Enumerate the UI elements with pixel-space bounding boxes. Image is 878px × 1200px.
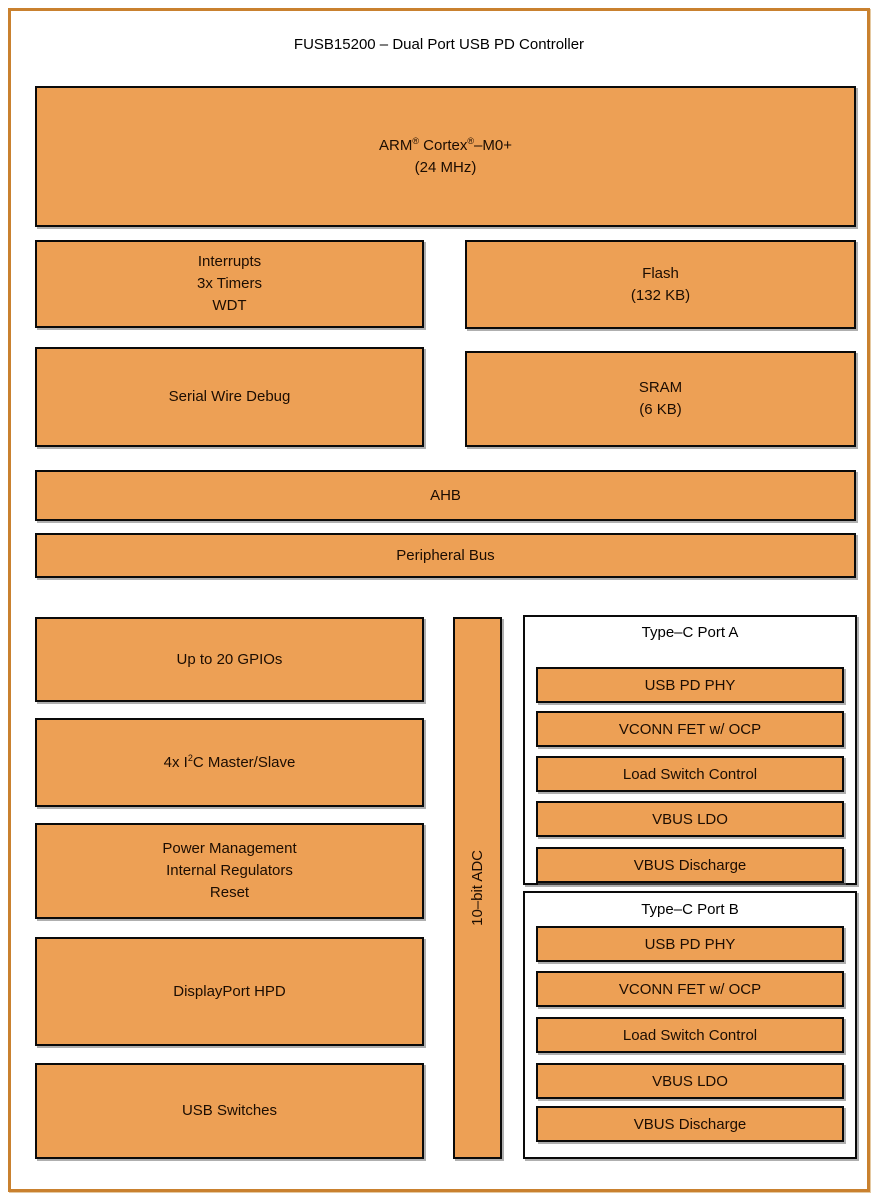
port-b-vbus-ldo: VBUS LDO	[536, 1063, 844, 1099]
timers-line: 3x Timers	[196, 275, 262, 293]
diagram-title: FUSB15200 – Dual Port USB PD Controller	[293, 36, 585, 53]
port-b-title: Type–C Port B	[641, 901, 739, 918]
port-a-vbus-ldo: VBUS LDO	[536, 801, 844, 837]
port-b-vconn-fet-ocp: VCONN FET w/ OCP	[536, 971, 844, 1007]
block-displayport-hpd: DisplayPort HPD	[35, 937, 424, 1046]
sram-line2: (6 KB)	[639, 401, 682, 418]
registered-mark: ®	[412, 135, 420, 146]
block-gpios: Up to 20 GPIOs	[35, 617, 424, 702]
gpio-label: Up to 20 GPIOs	[176, 650, 283, 668]
internal-regulators-line: Internal Regulators	[166, 862, 293, 880]
interrupts-line: Interrupts	[197, 253, 262, 271]
port-b-vbus-discharge: VBUS Discharge	[536, 1106, 844, 1142]
port-a-vconn-fet-ocp: VCONN FET w/ OCP	[536, 711, 844, 747]
i2c-label: 4x I2C Master/Slave	[163, 752, 296, 771]
diagram-outer-frame	[8, 8, 870, 1192]
wdt-line: WDT	[212, 296, 247, 314]
displayport-hpd-label: DisplayPort HPD	[173, 982, 286, 1000]
peripheral-bus-label: Peripheral Bus	[396, 546, 495, 564]
panel-type-c-port-a: Type–C Port A USB PD PHY VCONN FET w/ OC…	[523, 615, 857, 885]
arm-cortex-line2: (24 MHz)	[414, 158, 477, 176]
port-b-usb-pd-phy: USB PD PHY	[536, 926, 844, 962]
block-ahb-bus: AHB	[35, 470, 856, 521]
swd-label: Serial Wire Debug	[168, 388, 291, 406]
block-interrupts-timers-wdt: Interrupts 3x Timers WDT	[35, 240, 424, 328]
block-serial-wire-debug: Serial Wire Debug	[35, 347, 424, 447]
registered-mark: ®	[467, 135, 475, 146]
port-a-load-switch-control: Load Switch Control	[536, 756, 844, 792]
port-a-vbus-discharge: VBUS Discharge	[536, 847, 844, 883]
port-a-title: Type–C Port A	[641, 624, 739, 641]
block-power-management: Power Management Internal Regulators Res…	[35, 823, 424, 919]
power-management-line: Power Management	[162, 840, 297, 858]
block-peripheral-bus: Peripheral Bus	[35, 533, 856, 578]
arm-cortex-line1: ARM® Cortex®–M0+	[379, 135, 512, 154]
reset-line: Reset	[209, 883, 250, 901]
ahb-label: AHB	[430, 486, 461, 504]
block-usb-switches: USB Switches	[35, 1063, 424, 1159]
flash-line2: (132 KB)	[630, 286, 691, 304]
port-a-usb-pd-phy: USB PD PHY	[536, 667, 844, 703]
block-i2c-master-slave: 4x I2C Master/Slave	[35, 718, 424, 807]
superscript-2: 2	[187, 752, 193, 763]
usb-switches-label: USB Switches	[181, 1102, 278, 1120]
block-flash: Flash (132 KB)	[465, 240, 856, 329]
block-sram: SRAM (6 KB)	[465, 351, 856, 447]
block-10bit-adc: 10–bit ADC	[453, 617, 502, 1159]
sram-line1: SRAM	[638, 379, 683, 397]
block-arm-cortex-m0: ARM® Cortex®–M0+ (24 MHz)	[35, 86, 856, 227]
panel-type-c-port-b: Type–C Port B USB PD PHY VCONN FET w/ OC…	[523, 891, 857, 1159]
port-b-load-switch-control: Load Switch Control	[536, 1017, 844, 1053]
adc-label: 10–bit ADC	[468, 850, 486, 926]
flash-line1: Flash	[642, 264, 679, 282]
